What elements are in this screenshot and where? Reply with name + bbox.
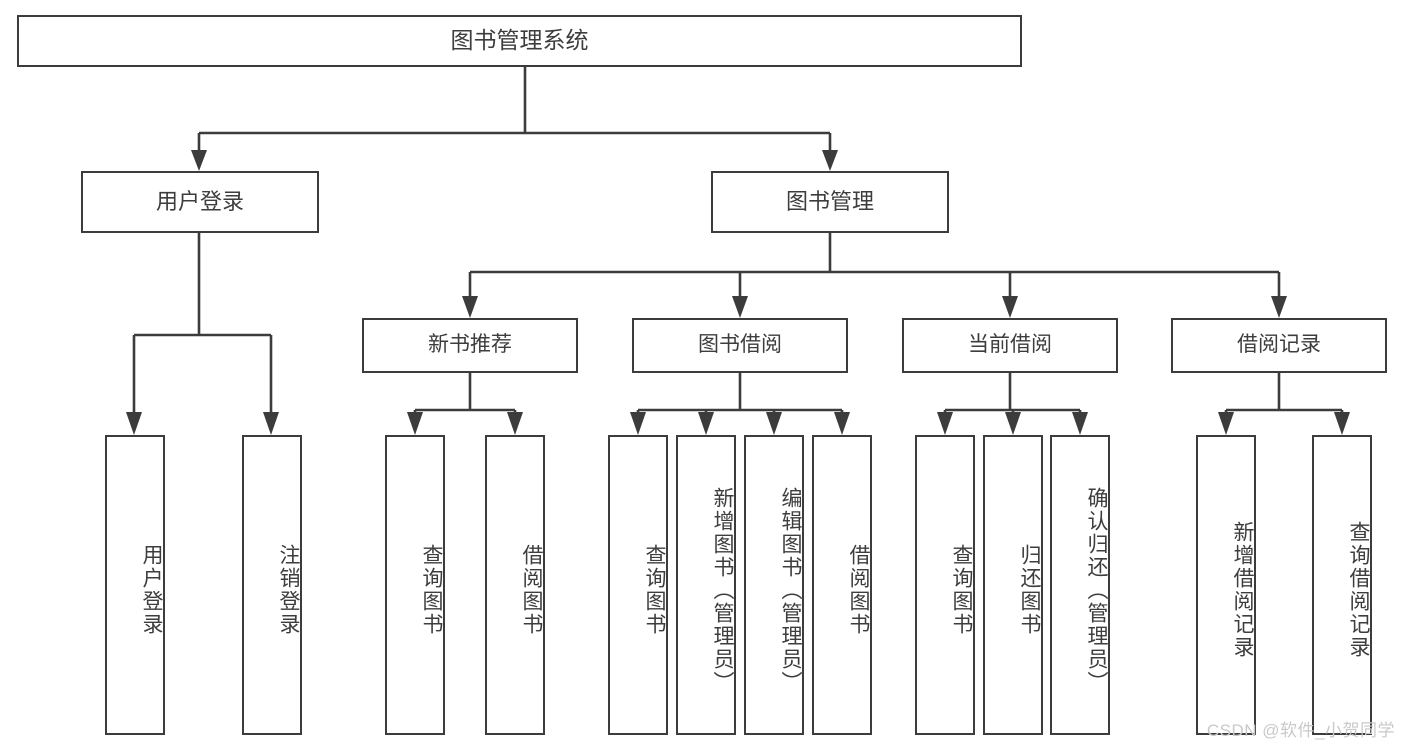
- arrow-current-leaf-1: [937, 412, 953, 435]
- node-leaf-edit-book[interactable]: 编辑图书（管理员）: [744, 435, 804, 735]
- node-leaf-return-book-label: 归还图书: [1018, 544, 1041, 636]
- node-leaf-query-book-2-label: 查询图书: [643, 544, 666, 636]
- node-leaf-query-book-3-label: 查询图书: [950, 544, 973, 636]
- arrow-borrow-leaf-3: [766, 412, 782, 435]
- node-leaf-add-record-label: 新增借阅记录: [1231, 521, 1254, 659]
- node-leaf-confirm-return[interactable]: 确认归还（管理员）: [1050, 435, 1110, 735]
- node-leaf-query-record[interactable]: 查询借阅记录: [1312, 435, 1372, 735]
- arrow-current-leaf-3: [1072, 412, 1088, 435]
- node-current-borrow[interactable]: 当前借阅: [902, 318, 1118, 373]
- node-leaf-borrow-book-2[interactable]: 借阅图书: [812, 435, 872, 735]
- node-leaf-confirm-return-label: 确认归还（管理员）: [1085, 486, 1108, 694]
- node-new-book-recommend-label: 新书推荐: [428, 333, 512, 357]
- node-leaf-borrow-book-1-label: 借阅图书: [520, 544, 543, 636]
- node-leaf-edit-book-label: 编辑图书（管理员）: [779, 486, 802, 694]
- node-book-borrow[interactable]: 图书借阅: [632, 318, 848, 373]
- arrow-user-login-leaf-2: [263, 412, 279, 435]
- node-leaf-logout[interactable]: 注销登录: [242, 435, 302, 735]
- node-leaf-query-book-1-label: 查询图书: [420, 544, 443, 636]
- node-leaf-user-login[interactable]: 用户登录: [105, 435, 165, 735]
- node-book-borrow-label: 图书借阅: [698, 333, 782, 357]
- csdn-watermark: CSDN @软件_小贺同学: [1206, 721, 1395, 740]
- node-leaf-query-book-2[interactable]: 查询图书: [608, 435, 668, 735]
- arrow-borrow-leaf-4: [834, 412, 850, 435]
- arrow-bm-current-borrow: [1002, 296, 1018, 318]
- arrow-borrow-leaf-2: [698, 412, 714, 435]
- node-book-manage[interactable]: 图书管理: [711, 171, 949, 233]
- arrow-current-leaf-2: [1005, 412, 1021, 435]
- arrow-bm-new-book: [462, 296, 478, 318]
- node-root-label: 图书管理系统: [450, 27, 589, 54]
- node-current-borrow-label: 当前借阅: [968, 333, 1052, 357]
- arrow-root-to-book-manage: [822, 150, 838, 171]
- node-leaf-borrow-book-1[interactable]: 借阅图书: [485, 435, 545, 735]
- arrow-record-leaf-1: [1218, 412, 1234, 435]
- node-book-manage-label: 图书管理: [785, 189, 874, 215]
- node-leaf-add-book[interactable]: 新增图书（管理员）: [676, 435, 736, 735]
- arrow-user-login-leaf-1: [126, 412, 142, 435]
- arrow-borrow-leaf-1: [630, 412, 646, 435]
- node-leaf-add-record[interactable]: 新增借阅记录: [1196, 435, 1256, 735]
- node-leaf-user-login-label: 用户登录: [140, 544, 163, 636]
- node-leaf-logout-label: 注销登录: [277, 544, 300, 636]
- node-new-book-recommend[interactable]: 新书推荐: [362, 318, 578, 373]
- node-leaf-query-book-3[interactable]: 查询图书: [915, 435, 975, 735]
- node-user-login-label: 用户登录: [155, 189, 244, 215]
- arrow-bm-borrow-record: [1271, 296, 1287, 318]
- arrow-record-leaf-2: [1334, 412, 1350, 435]
- node-leaf-return-book[interactable]: 归还图书: [983, 435, 1043, 735]
- arrow-recommend-leaf-1: [407, 412, 423, 435]
- node-leaf-query-record-label: 查询借阅记录: [1347, 521, 1370, 659]
- node-root[interactable]: 图书管理系统: [17, 15, 1022, 67]
- node-leaf-borrow-book-2-label: 借阅图书: [847, 544, 870, 636]
- node-leaf-query-book-1[interactable]: 查询图书: [385, 435, 445, 735]
- node-user-login[interactable]: 用户登录: [81, 171, 319, 233]
- node-borrow-record-label: 借阅记录: [1237, 333, 1321, 357]
- node-leaf-add-book-label: 新增图书（管理员）: [711, 486, 734, 694]
- node-borrow-record[interactable]: 借阅记录: [1171, 318, 1387, 373]
- arrow-bm-book-borrow: [732, 296, 748, 318]
- arrow-root-to-user-login: [191, 150, 207, 171]
- arrow-recommend-leaf-2: [507, 412, 523, 435]
